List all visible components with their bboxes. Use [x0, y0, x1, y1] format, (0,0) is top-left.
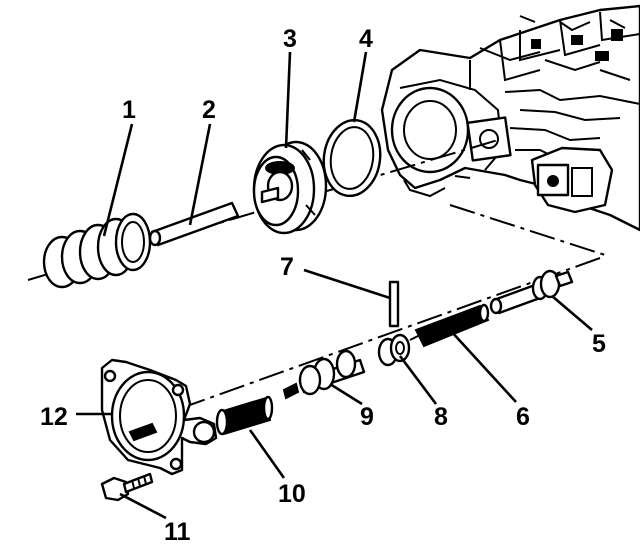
callout-10: 10 [278, 480, 306, 508]
callout-9: 9 [360, 403, 374, 431]
callout-12: 12 [40, 403, 68, 431]
callout-3: 3 [283, 25, 297, 53]
leader-9 [329, 382, 363, 406]
part-12-cover [100, 358, 218, 476]
leader-2 [188, 123, 212, 226]
leader-lines [76, 51, 593, 520]
leader-4 [352, 51, 368, 123]
leader-11 [119, 492, 167, 520]
part-7-pin [388, 280, 400, 328]
part-2-pin [148, 201, 240, 247]
part-4-seal-ring [322, 118, 382, 198]
part-6-spring [409, 303, 490, 348]
callout-2: 2 [202, 96, 216, 124]
callout-6: 6 [516, 403, 530, 431]
leader-3 [284, 51, 292, 149]
leader-6 [449, 329, 517, 403]
callout-8: 8 [434, 403, 448, 431]
leader-10 [248, 429, 286, 479]
leader-8 [398, 355, 438, 405]
diagonal-axis-line [449, 204, 606, 256]
part-9-valve [282, 349, 366, 400]
callout-11: 11 [164, 518, 191, 546]
part-5-valve-plug [489, 269, 574, 315]
part-3-piston [252, 140, 328, 235]
valve-body-case [380, 4, 640, 232]
callout-7: 7 [280, 253, 294, 281]
leader-7 [303, 268, 391, 300]
callout-1: 1 [122, 96, 136, 124]
part-11-bolt [100, 472, 154, 502]
leader-5 [551, 295, 593, 331]
callout-labels: 1 2 3 4 5 6 7 8 9 10 11 12 [40, 25, 606, 546]
part-8-retainer [377, 333, 411, 367]
leader-1 [102, 123, 134, 237]
lower-axis-line [119, 257, 601, 431]
callout-4: 4 [359, 25, 373, 53]
callout-5: 5 [592, 330, 606, 358]
part-1-spring [42, 212, 152, 289]
part-10-spring [215, 395, 274, 436]
